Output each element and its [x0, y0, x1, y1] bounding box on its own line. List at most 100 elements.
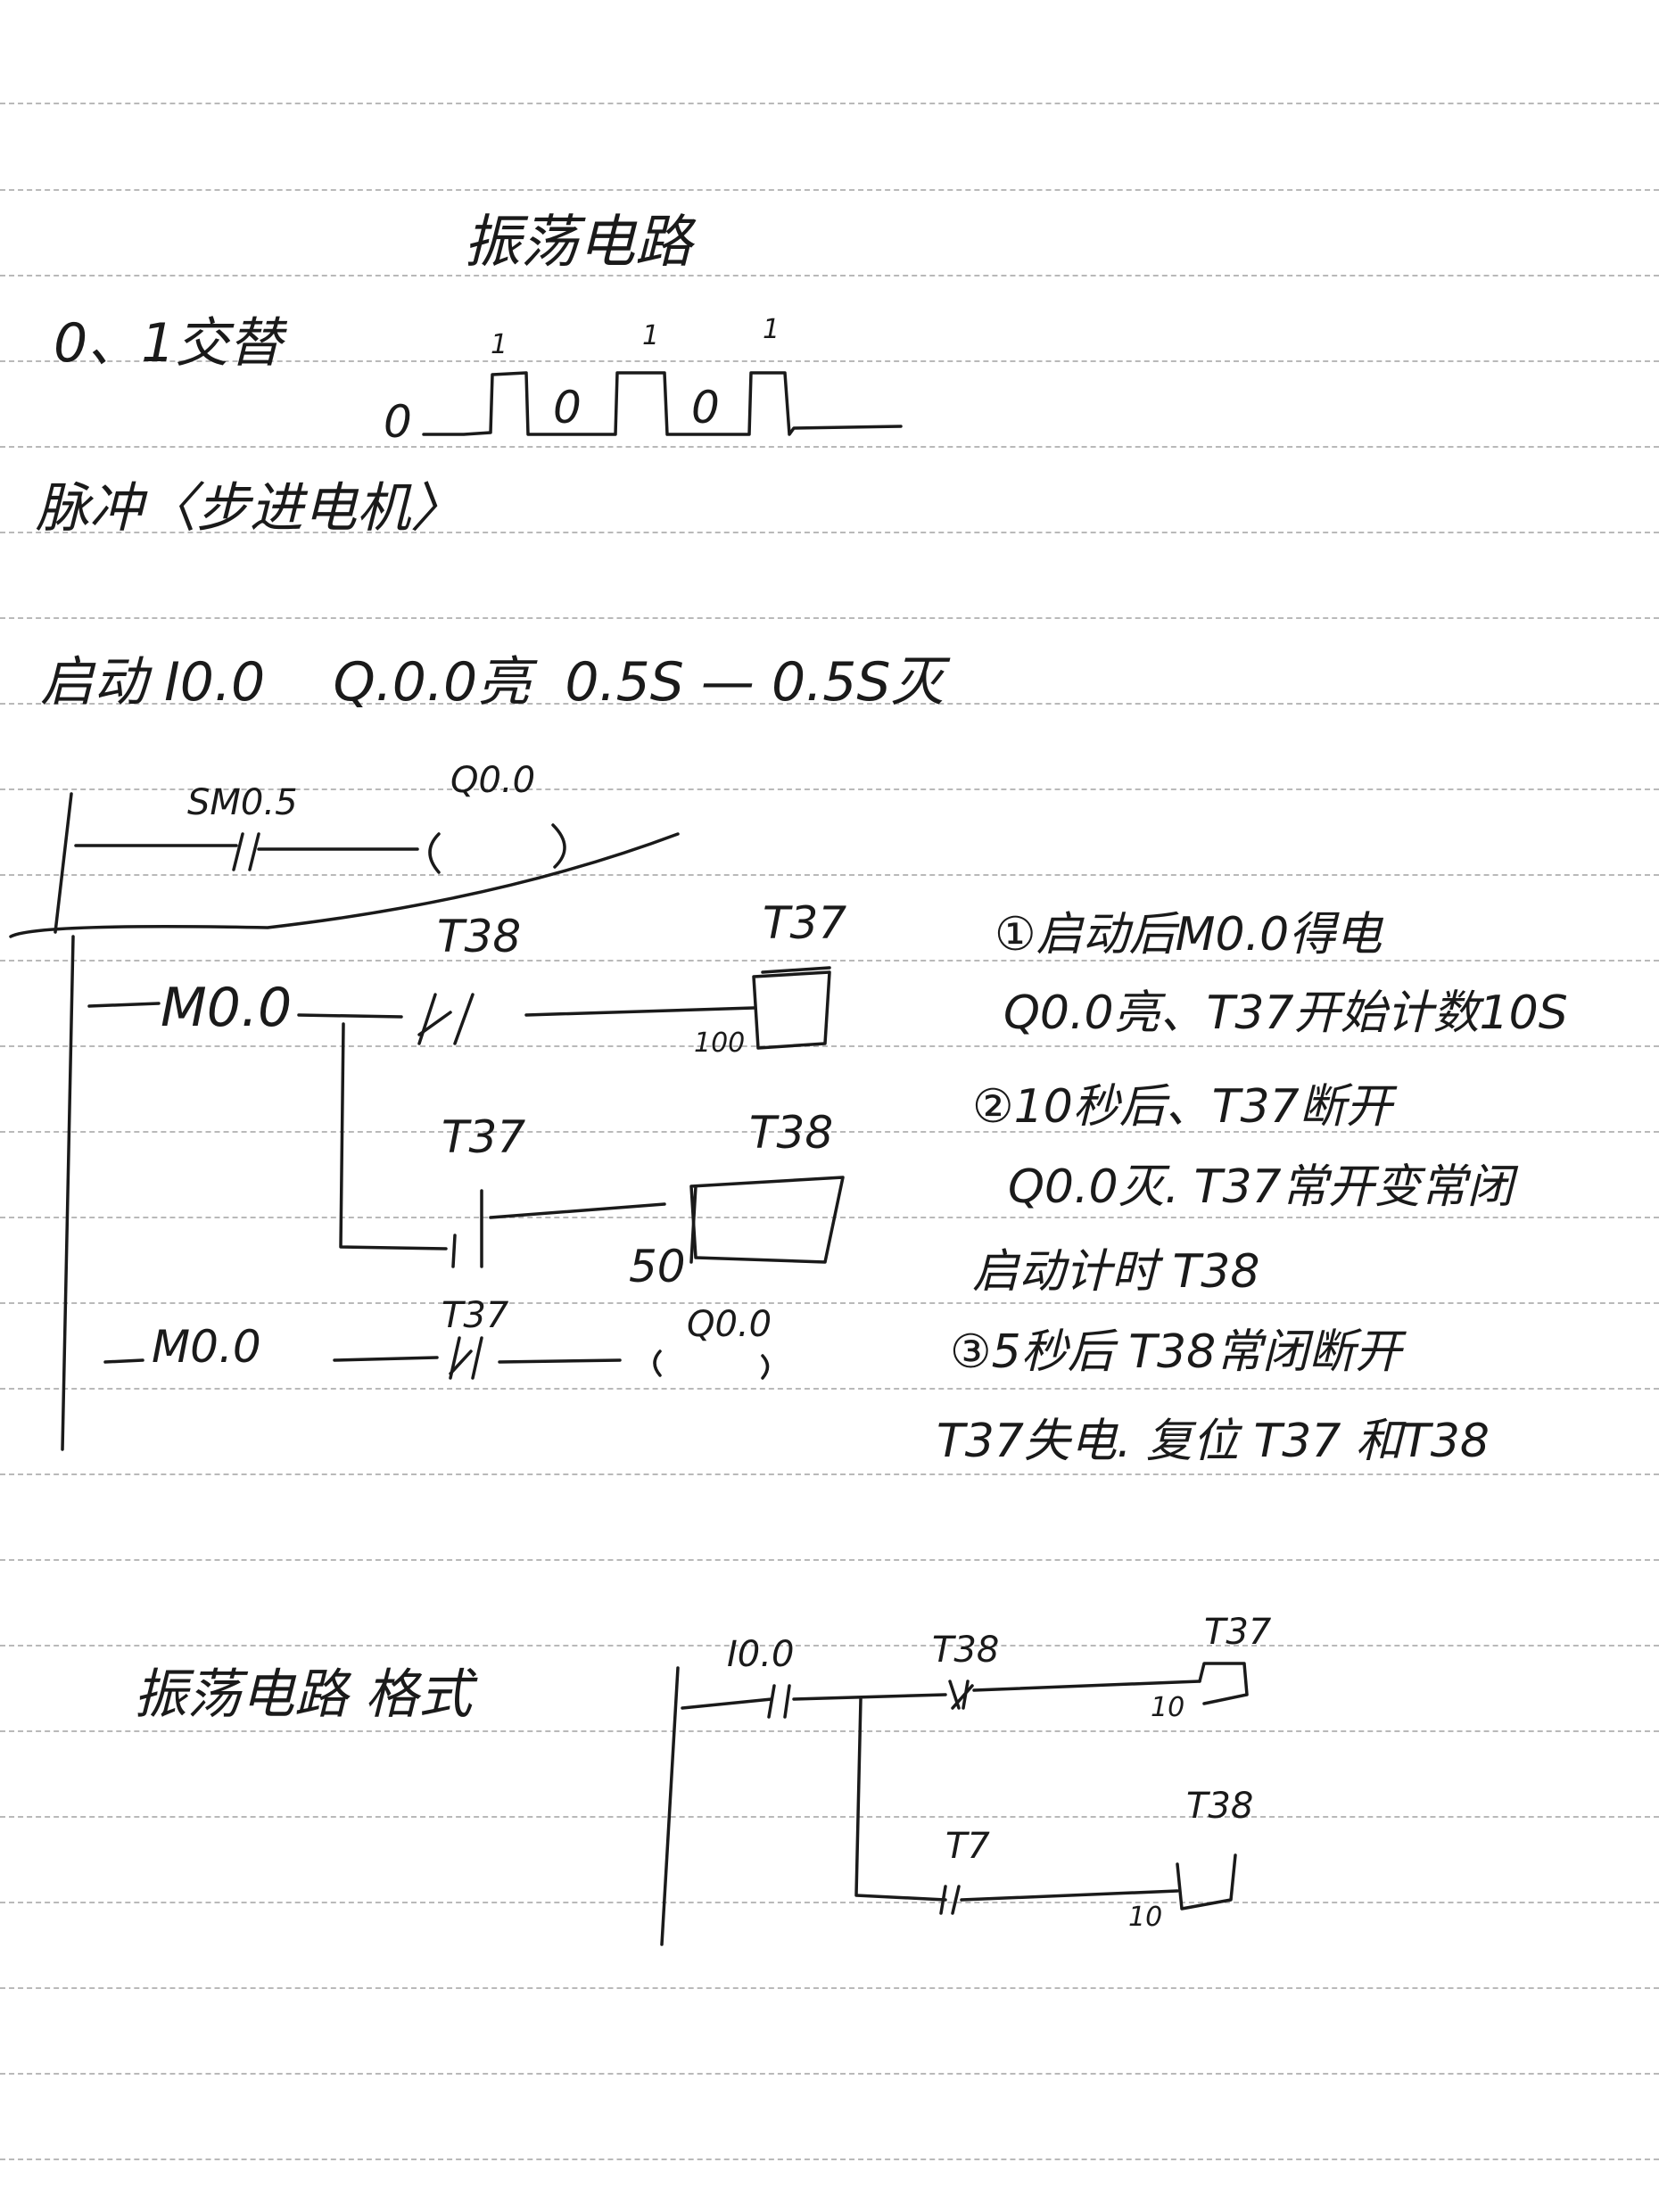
note-line: Q0.0亮、T37开始计数10S	[1003, 986, 1568, 1040]
rule-line	[0, 446, 1659, 448]
note-line: 启动计时 T38	[972, 1245, 1260, 1299]
format-t37-preset-label: 10	[1151, 1692, 1185, 1723]
wave-high-label: 1	[642, 320, 660, 351]
rung1-wire-mid	[524, 1006, 755, 1017]
spec-line: 启动 I0.0 Q.0.0亮 0.5S — 0.5S灭	[40, 651, 945, 714]
rule-line	[0, 1131, 1659, 1133]
note-line: ③5秒后 T38常闭断开	[950, 1325, 1402, 1379]
pulse-label: 脉冲〈步进电机〉	[36, 477, 464, 540]
ladder1-left-rail	[54, 792, 73, 934]
rule-line	[0, 1902, 1659, 1903]
format-branch	[854, 1697, 947, 1902]
format-t38-contact-label: T38	[932, 1630, 1000, 1671]
format-left-rail	[660, 1666, 680, 1946]
note-line: ②10秒后、T37断开	[972, 1080, 1392, 1134]
rung3-wire-left	[333, 1356, 439, 1362]
format-t38-box	[1176, 1853, 1237, 1911]
rule-line	[0, 1559, 1659, 1561]
rung1-contact-label: T38	[437, 911, 522, 962]
format-contact-bar	[939, 1885, 947, 1915]
rung2-timer-box	[689, 1176, 845, 1264]
branch-vertical	[339, 1022, 448, 1250]
rung3-wire-right	[498, 1358, 622, 1364]
format-t37-contact-label: T7	[945, 1826, 990, 1867]
rule-line	[0, 360, 1659, 362]
rung2-contact-label: T37	[442, 1111, 526, 1163]
format-title: 振荡电路 格式	[134, 1663, 473, 1726]
sm-coil-label: Q0.0	[450, 760, 536, 801]
rung1-nc-slash	[417, 1011, 452, 1036]
rung1-input-wire	[87, 1002, 161, 1008]
format-t37-box	[1198, 1662, 1249, 1705]
alternation-label: 0、1交替	[54, 312, 283, 375]
rule-line	[0, 1473, 1659, 1475]
rung3-input-label: M0.0	[152, 1321, 261, 1373]
note-line: Q0.0灭. T37常开变常闭	[1008, 1160, 1514, 1214]
rule-line	[0, 532, 1659, 533]
format-contact-bar	[783, 1684, 791, 1719]
rule-line	[0, 2073, 1659, 2075]
format-contact-bar	[951, 1885, 961, 1915]
rule-line	[0, 189, 1659, 191]
rung1-timer-label: T37	[763, 897, 847, 949]
rung1-input-tail	[297, 1013, 403, 1019]
rule-line	[0, 1302, 1659, 1304]
rung3-contact-label: T37	[442, 1295, 509, 1336]
format-t38-timer-label: T38	[1186, 1786, 1254, 1827]
rung3-nc-slash	[449, 1349, 473, 1375]
rung1-timer-box	[752, 970, 831, 1050]
ladder1-coil-right	[551, 823, 566, 869]
rule-line	[0, 1388, 1659, 1390]
ladder1-contact-bar	[232, 832, 244, 871]
rule-line	[0, 788, 1659, 790]
format-t37-timer-label: T37	[1204, 1612, 1272, 1653]
rung2-timer-bracket	[689, 1184, 697, 1264]
format-wire-2	[792, 1693, 947, 1701]
rule-line	[0, 1987, 1659, 1989]
ladder1-coil-left	[428, 832, 441, 874]
rung1-preset-label: 100	[694, 1028, 746, 1059]
format-wire-1	[681, 1697, 773, 1710]
rung3-input-wire	[103, 1358, 144, 1364]
format-contact-bar	[767, 1684, 776, 1719]
format-input-label: I0.0	[727, 1634, 795, 1675]
rung2-timer-label: T38	[749, 1107, 834, 1159]
rung2-contact-bar	[451, 1234, 457, 1268]
format-wire-4	[960, 1889, 1179, 1902]
rule-line	[0, 2158, 1659, 2160]
rung1-nc-contact-bar	[453, 993, 475, 1045]
rung3-coil-right	[761, 1354, 770, 1380]
rule-line	[0, 103, 1659, 104]
square-waveform	[422, 371, 903, 436]
sm-contact-label: SM0.5	[187, 782, 298, 823]
rung3-coil-label: Q0.0	[687, 1304, 772, 1345]
rung1-nc-contact-bar	[417, 993, 437, 1045]
rule-line	[0, 275, 1659, 276]
ladder1-contact-bar	[248, 832, 260, 871]
wave-low-label: 0	[691, 382, 720, 433]
rule-line	[0, 1816, 1659, 1818]
rung2-wire	[489, 1202, 666, 1219]
note-line: T37失电. 复位 T37 和T38	[937, 1415, 1490, 1468]
format-t38-preset-label: 10	[1128, 1902, 1163, 1933]
rule-line	[0, 960, 1659, 962]
wave-low-label: 0	[384, 396, 412, 448]
format-nc-contact	[948, 1680, 974, 1710]
rule-line	[0, 1045, 1659, 1047]
rule-line	[0, 703, 1659, 705]
rule-line	[0, 1730, 1659, 1732]
rule-line	[0, 617, 1659, 619]
wave-high-label: 1	[763, 314, 780, 345]
rule-line	[0, 1645, 1659, 1647]
rung3-nc-contact-bar	[471, 1336, 483, 1380]
note-line: ①启动后M0.0得电	[995, 908, 1382, 962]
rung2-preset-label: 50	[629, 1241, 686, 1292]
ladder2-left-rail	[61, 935, 75, 1451]
rung1-timer-top	[761, 966, 831, 974]
rule-line	[0, 874, 1659, 876]
wave-low-label: 0	[553, 382, 582, 433]
rule-line	[0, 1217, 1659, 1218]
rung1-input-label: M0.0	[161, 977, 293, 1039]
